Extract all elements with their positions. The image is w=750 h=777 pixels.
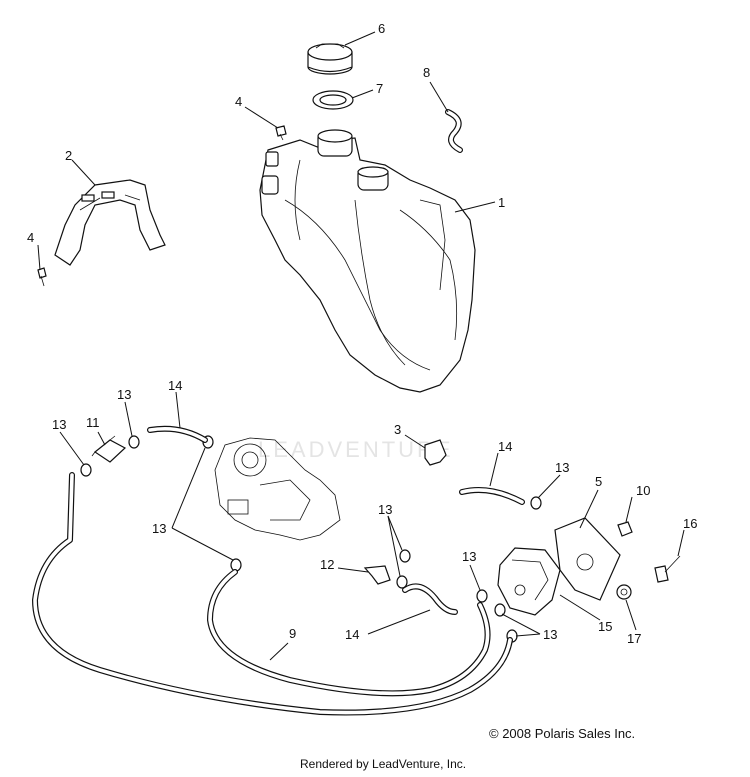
callout-13-e: 13 bbox=[462, 549, 476, 564]
callout-13-b: 13 bbox=[117, 387, 131, 402]
callout-16: 16 bbox=[683, 516, 697, 531]
tee-fitting bbox=[363, 565, 391, 585]
carburetor bbox=[214, 437, 341, 541]
leader-lines bbox=[37, 31, 685, 661]
callout-17: 17 bbox=[627, 631, 641, 646]
callout-13-d: 13 bbox=[378, 502, 392, 517]
small-clamps bbox=[80, 435, 542, 643]
nut-10 bbox=[617, 521, 633, 537]
callout-13-g: 13 bbox=[543, 627, 557, 642]
callout-14-b: 14 bbox=[498, 439, 512, 454]
callout-13-c: 13 bbox=[152, 521, 166, 536]
fuel-hoses bbox=[32, 425, 525, 716]
cap-gasket bbox=[312, 90, 354, 110]
screw-left bbox=[37, 267, 47, 287]
callout-4-top: 4 bbox=[235, 94, 242, 109]
tank-bracket bbox=[54, 179, 166, 266]
nut-17 bbox=[616, 584, 632, 600]
callout-14-c: 14 bbox=[345, 627, 359, 642]
fuel-pump bbox=[497, 547, 561, 616]
hose-clamp bbox=[424, 439, 447, 466]
callout-6: 6 bbox=[378, 21, 385, 36]
rendered-by-credit: Rendered by LeadVenture, Inc. bbox=[300, 757, 467, 771]
callout-12: 12 bbox=[320, 557, 334, 572]
callout-7: 7 bbox=[376, 81, 383, 96]
callout-2: 2 bbox=[65, 148, 72, 163]
callout-labels: 1 2 3 4 4 5 6 7 8 9 10 11 12 13 13 13 13… bbox=[27, 21, 697, 646]
screw-top bbox=[275, 125, 287, 141]
fuel-cap bbox=[307, 43, 353, 75]
pump-plate bbox=[554, 517, 621, 601]
callout-1: 1 bbox=[498, 195, 505, 210]
fuel-filter bbox=[91, 435, 127, 463]
watermark-text: LEADVENTURE bbox=[258, 437, 454, 462]
callout-4-left: 4 bbox=[27, 230, 34, 245]
callout-13-a: 13 bbox=[52, 417, 66, 432]
callout-8: 8 bbox=[423, 65, 430, 80]
vent-hose bbox=[445, 109, 463, 153]
callout-10: 10 bbox=[636, 483, 650, 498]
callout-5: 5 bbox=[595, 474, 602, 489]
bolt-16 bbox=[654, 555, 681, 583]
fuel-tank bbox=[259, 129, 476, 393]
copyright-notice: © 2008 Polaris Sales Inc. bbox=[489, 726, 636, 741]
callout-9: 9 bbox=[289, 626, 296, 641]
callout-15: 15 bbox=[598, 619, 612, 634]
callout-11: 11 bbox=[86, 415, 100, 430]
callout-3: 3 bbox=[394, 422, 401, 437]
callout-13-f: 13 bbox=[555, 460, 569, 475]
callout-14-a: 14 bbox=[168, 378, 182, 393]
